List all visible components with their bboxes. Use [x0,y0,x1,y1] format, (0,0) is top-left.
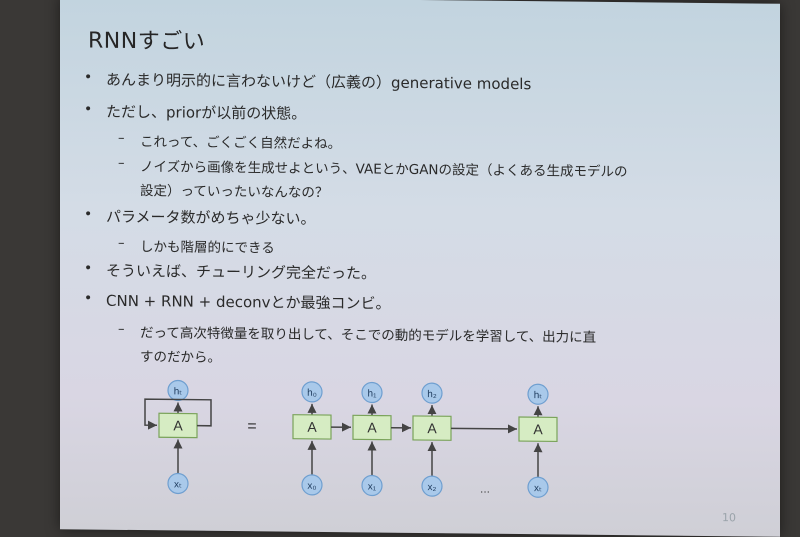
input-label: x₀ [307,481,316,492]
rnn-cell-label: A [367,419,377,435]
rnn-cell-label: A [173,417,183,433]
output-label: hₜ [174,386,183,397]
output-label: h₂ [427,389,437,400]
output-label: h₀ [307,388,317,399]
output-label: hₜ [534,390,543,401]
input-label: xₜ [534,483,542,494]
slide: RNNすごい •あんまり明示的に言わないけど（広義の）generative mo… [60,0,780,537]
equals-sign: = [247,418,256,435]
output-label: h₁ [368,388,378,399]
input-label: xₜ [174,479,182,490]
rnn-cell-label: A [427,420,437,436]
rnn-cell-label: A [533,421,543,437]
input-label: x₁ [368,481,377,492]
input-label: x₂ [428,482,437,493]
hidden-state-arrow [451,428,517,429]
page-number: 10 [722,511,736,524]
rnn-diagram: Ahₜ xₜ = Ah₀ x₀ Ah₁ x₁ Ah₂ x₂ Ahₜ xₜ... [60,0,780,537]
rnn-cell-label: A [307,419,317,435]
ellipsis: ... [480,482,490,496]
